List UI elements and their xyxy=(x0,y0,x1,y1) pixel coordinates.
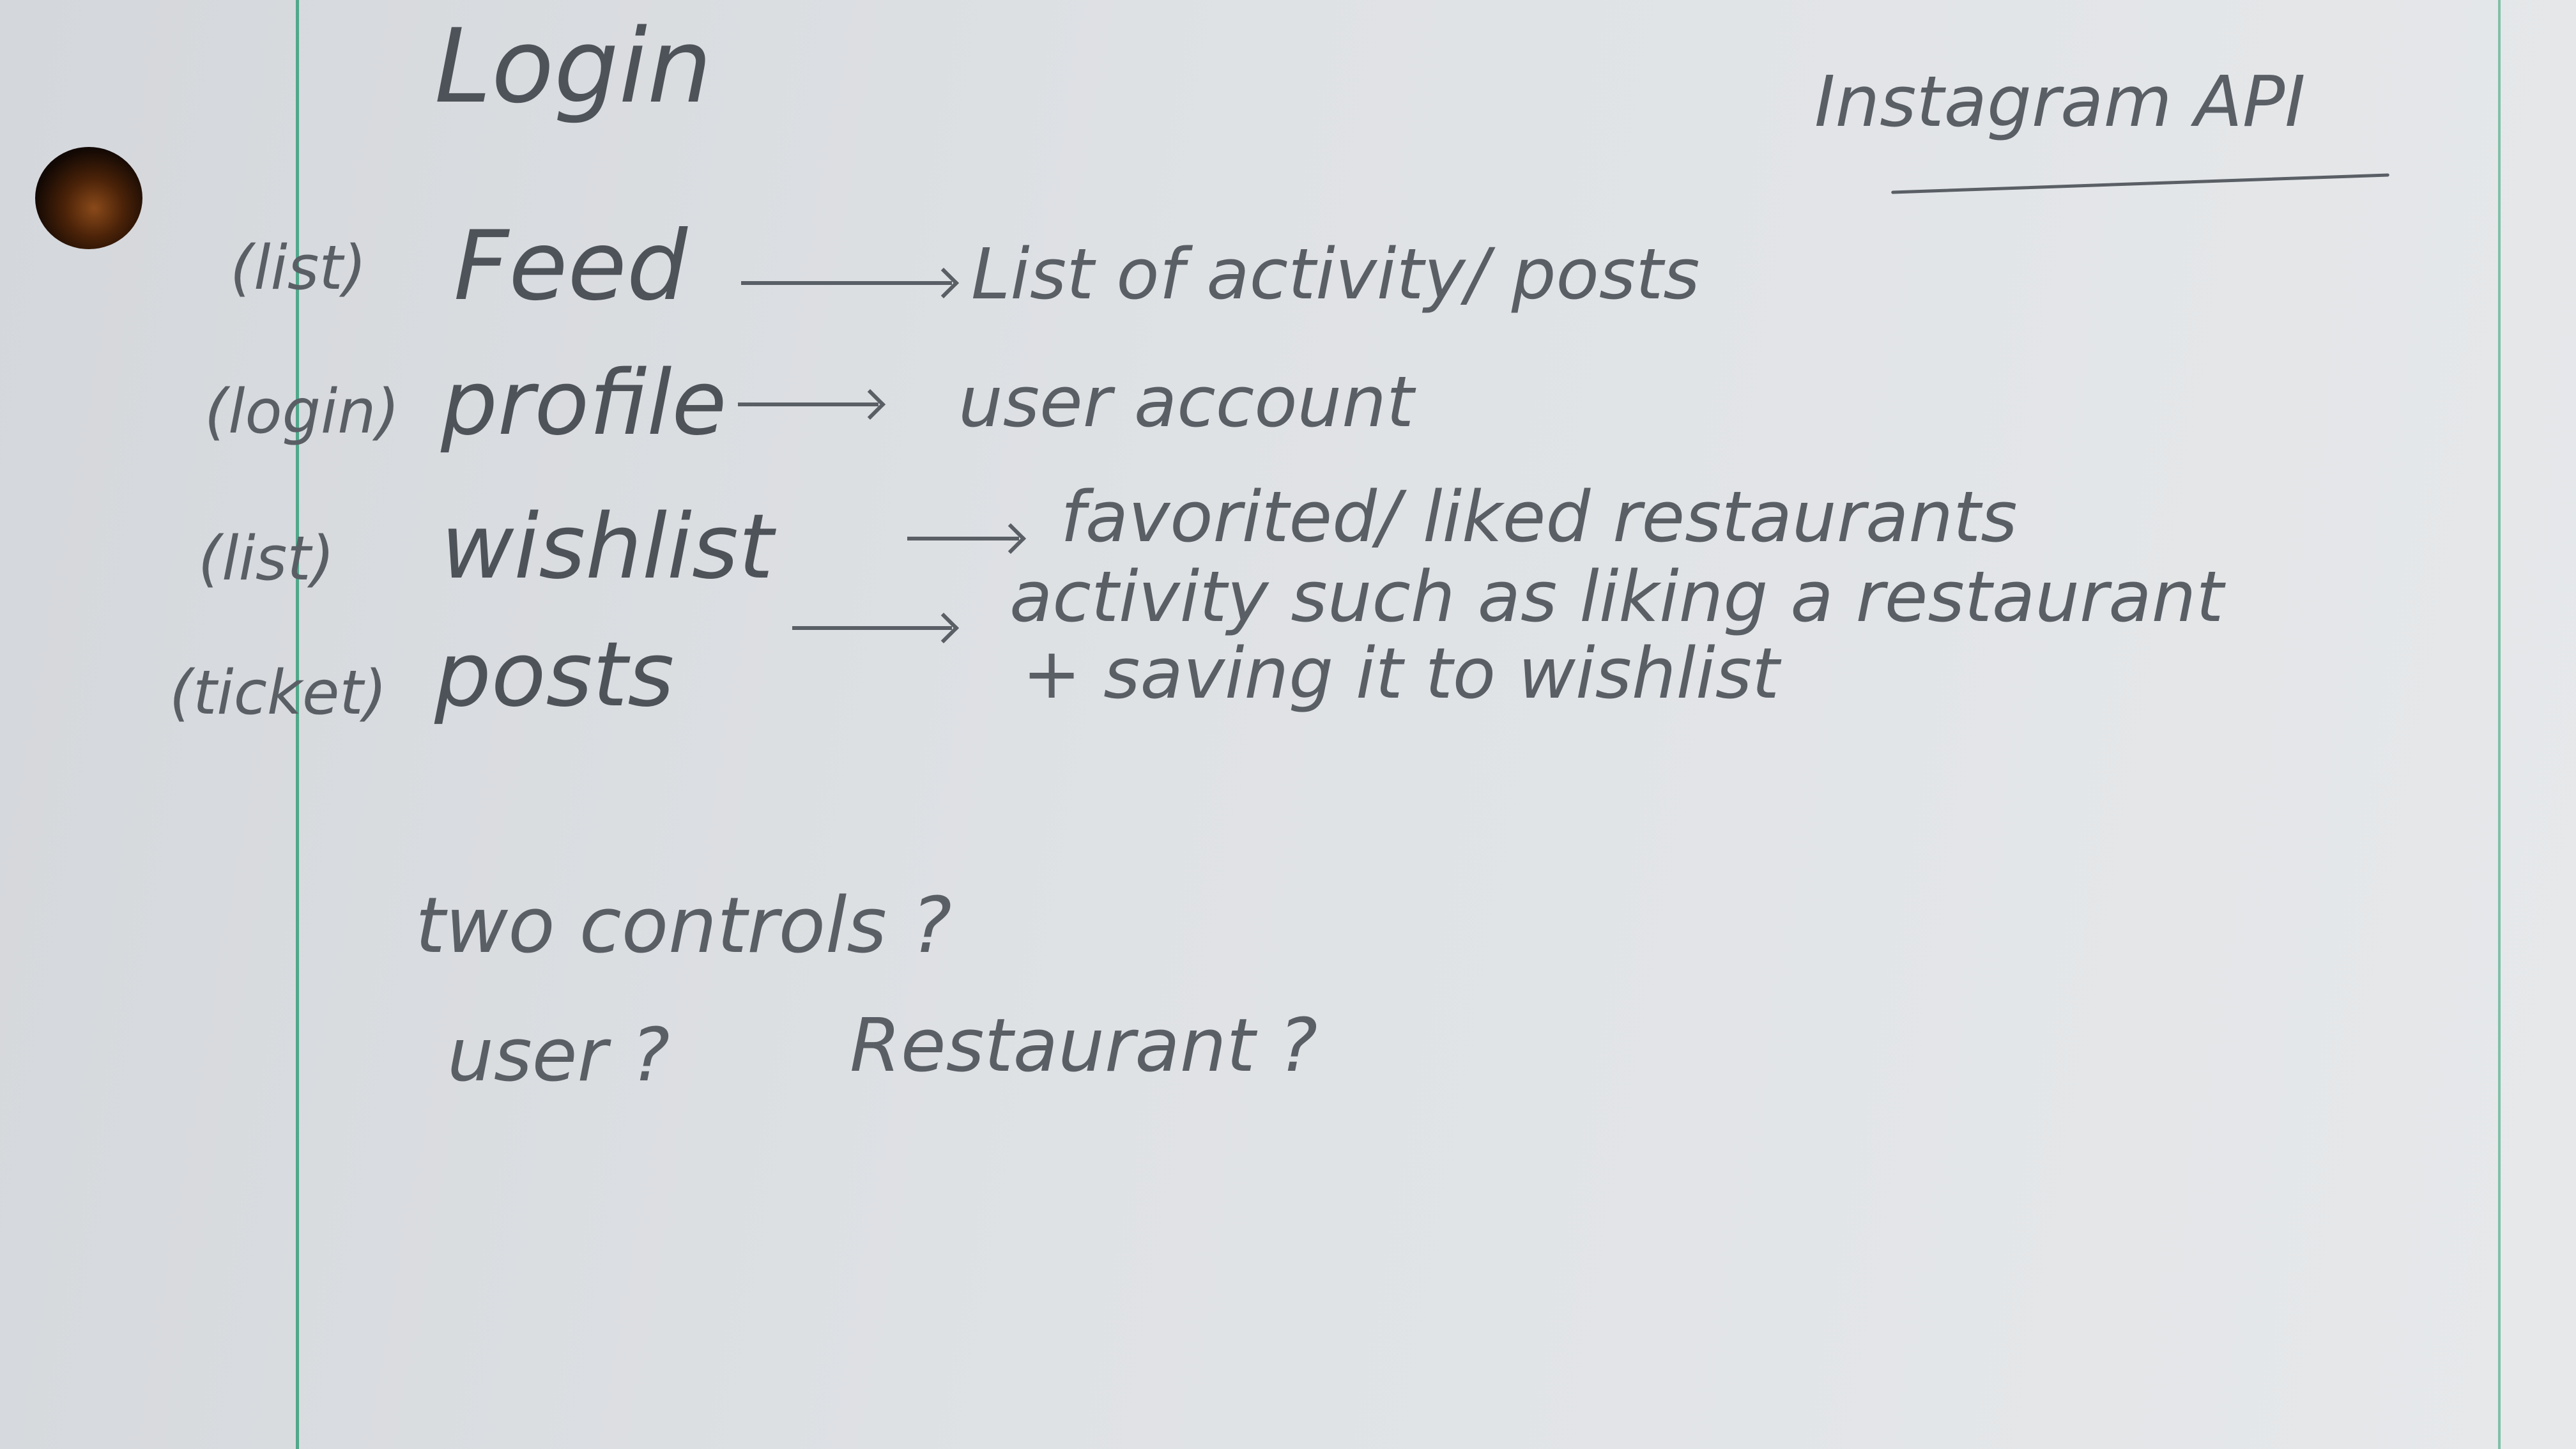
desc-posts-line2: + saving it to wishlist xyxy=(1022,632,1780,714)
question-restaurant: Restaurant ? xyxy=(850,1003,1318,1089)
tag-wishlist: (list) xyxy=(198,524,335,594)
label-profile: profile xyxy=(441,351,727,456)
arrow-profile xyxy=(738,402,878,406)
question-user: user ? xyxy=(447,1013,670,1098)
tag-profile: (login) xyxy=(204,377,400,447)
arrow-feed xyxy=(741,281,952,285)
desc-feed: List of activity/ posts xyxy=(971,233,1700,315)
desc-wishlist: favorited/ liked restaurants xyxy=(1061,476,2018,558)
question-controls: two controls ? xyxy=(415,882,952,970)
margin-line xyxy=(296,0,299,1449)
api-note-underline xyxy=(1891,173,2389,194)
tag-feed: (list) xyxy=(230,233,367,303)
label-wishlist: wishlist xyxy=(441,495,774,599)
label-posts: posts xyxy=(434,623,675,727)
page-title: Login xyxy=(434,6,712,126)
api-note: Instagram API xyxy=(1814,61,2306,142)
punch-hole xyxy=(35,147,142,249)
desc-profile: user account xyxy=(958,361,1414,443)
tag-posts: (ticket) xyxy=(169,658,387,728)
desc-posts: activity such as liking a restaurant xyxy=(1009,556,2224,638)
arrow-wishlist xyxy=(907,537,1019,540)
right-margin-line xyxy=(2498,0,2501,1449)
arrow-posts xyxy=(792,626,952,630)
label-feed: Feed xyxy=(454,211,688,322)
